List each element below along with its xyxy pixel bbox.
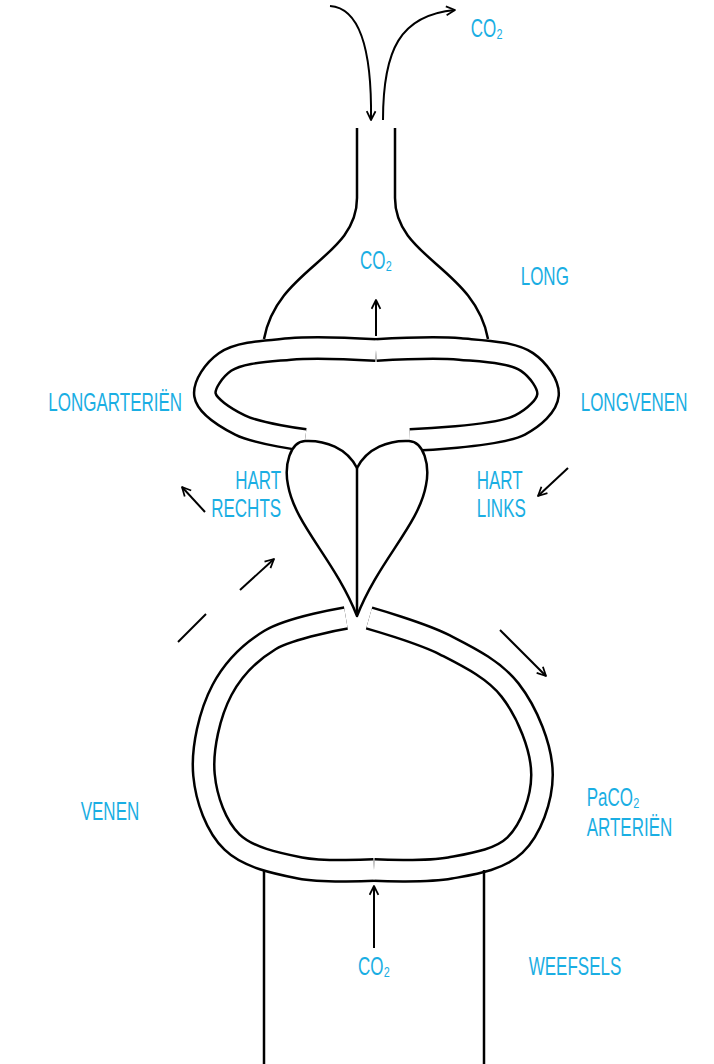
diffusion-arrow — [373, 886, 375, 948]
vessel-lumen — [204, 618, 374, 871]
direction-arrow — [500, 630, 546, 676]
vessel — [205, 348, 376, 440]
direction-arrow — [538, 468, 568, 496]
gas-label: CO₂ — [357, 952, 390, 980]
heart-shape: HART RECHTSHART LINKS — [285, 440, 430, 618]
part-label: VENEN — [80, 797, 140, 825]
inhale-arrow — [330, 6, 371, 120]
vessel — [204, 618, 374, 871]
organ-label: HART LINKS — [476, 466, 526, 522]
part-label: LONGARTERIËN — [48, 388, 183, 416]
vessel — [369, 618, 542, 871]
vessel-lumen — [369, 618, 542, 871]
direction-arrow — [182, 487, 205, 512]
vessel-lumen — [205, 348, 376, 440]
tissue-block-line — [263, 870, 266, 1064]
lung-outline-line — [395, 128, 488, 339]
lung-outline-drawing — [262, 128, 490, 350]
direction-line — [178, 614, 206, 642]
heart-shape-line — [287, 441, 427, 616]
exhale-arrow — [383, 10, 455, 120]
part-label: ARTERIËN — [586, 813, 673, 841]
vessel-lumen — [376, 348, 548, 440]
part-label: CO₂ — [470, 14, 503, 42]
organ-label: WEEFSELS — [528, 952, 622, 980]
diffusion-arrow — [375, 300, 377, 336]
lung-outline-line — [264, 128, 357, 339]
part-label: PaCO₂ — [586, 783, 640, 811]
tissue-block: CO₂WEEFSELS — [263, 870, 485, 1064]
organ-label: HART RECHTS — [211, 466, 282, 522]
organ-label: LONG — [520, 262, 570, 290]
heart-shape-drawing — [285, 440, 430, 618]
heart-shape-line — [356, 468, 359, 614]
gas-label: CO₂ — [359, 246, 392, 274]
part-label: LONGVENEN — [580, 388, 688, 416]
lung-outline: CO₂LONG — [262, 128, 490, 350]
tissue-block-line — [483, 870, 486, 1064]
vessel — [376, 348, 548, 440]
direction-arrow — [240, 559, 274, 590]
